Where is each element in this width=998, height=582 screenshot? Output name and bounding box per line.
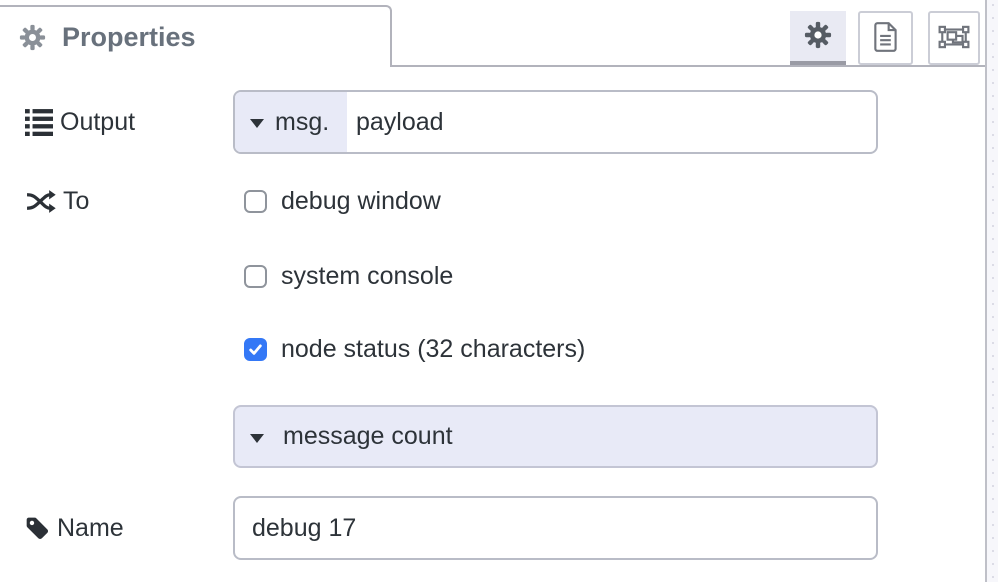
check-icon: [249, 343, 262, 355]
to-field-label: To: [25, 187, 89, 215]
checkbox-label: system console: [281, 261, 454, 290]
status-type-select[interactable]: message count: [233, 405, 878, 468]
checkbox[interactable]: [244, 189, 267, 213]
name-field-label: Name: [25, 496, 124, 560]
panel-right-border: [985, 0, 987, 582]
output-field-label: Output: [25, 90, 135, 154]
node-status-checkbox-row[interactable]: node status (32 characters): [244, 334, 586, 363]
appearance-tab-button[interactable]: [928, 11, 980, 65]
tab-properties[interactable]: Properties: [0, 5, 392, 67]
panel-title: Properties: [62, 21, 196, 52]
shuffle-icon: [25, 189, 56, 214]
chevron-down-icon: [250, 433, 264, 443]
checkbox-label: debug window: [281, 186, 441, 215]
appearance-icon: [938, 23, 970, 54]
output-typed-input: msg.: [233, 90, 878, 154]
list-icon: [25, 108, 53, 136]
scrollbar-track[interactable]: [987, 0, 998, 582]
status-type-value: message count: [283, 422, 453, 450]
debug-window-checkbox-row[interactable]: debug window: [244, 186, 441, 215]
description-tab-button[interactable]: [858, 11, 913, 65]
checkbox-label: node status (32 characters): [281, 334, 586, 363]
output-type-select[interactable]: msg.: [235, 92, 347, 152]
tabbar-divider: [392, 65, 986, 67]
chevron-down-icon: [250, 119, 264, 128]
document-icon: [873, 21, 899, 56]
output-property-input[interactable]: [347, 107, 876, 137]
tag-icon: [25, 516, 50, 541]
properties-tab-button[interactable]: [790, 11, 846, 65]
gear-icon: [804, 21, 832, 52]
system-console-checkbox-row[interactable]: system console: [244, 261, 454, 290]
output-type-label: msg.: [275, 107, 330, 136]
checkbox[interactable]: [244, 337, 267, 361]
checkbox[interactable]: [244, 264, 267, 288]
gear-icon: [19, 24, 46, 51]
name-input[interactable]: [233, 496, 878, 560]
